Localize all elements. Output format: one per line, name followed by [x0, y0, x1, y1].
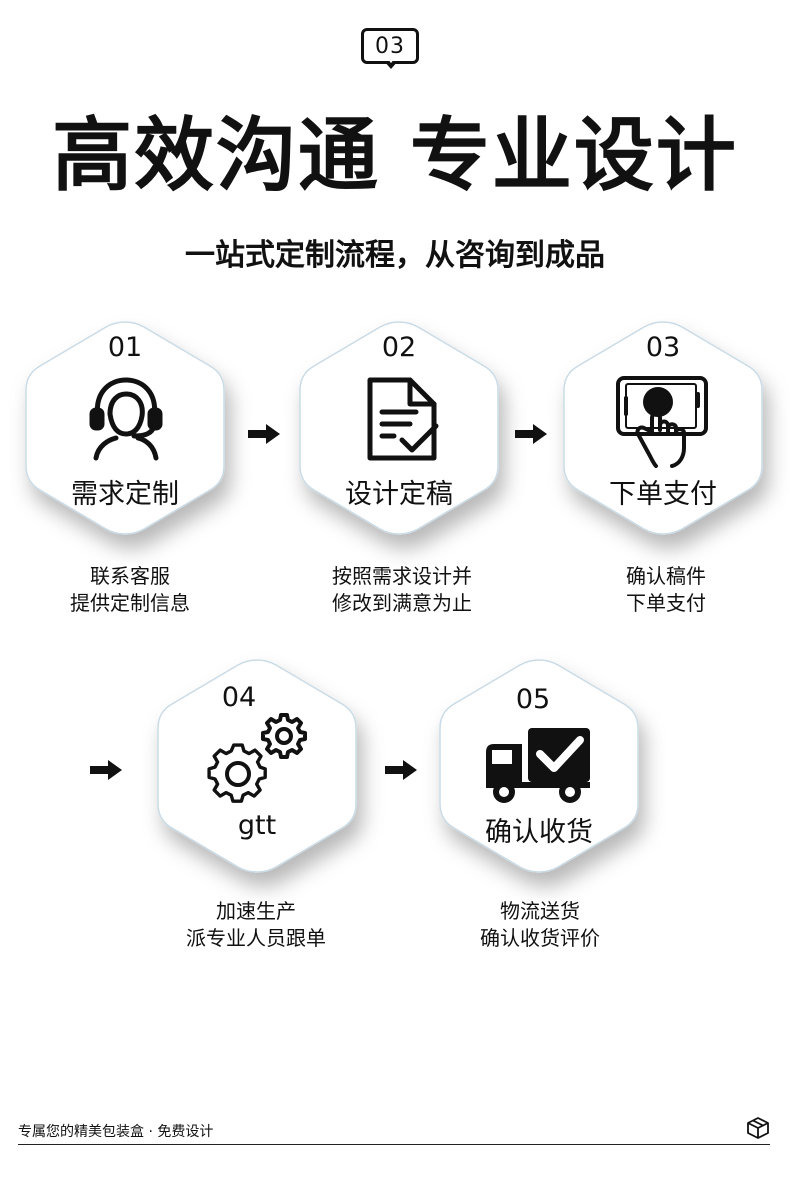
footer-divider: [18, 1144, 770, 1145]
gears-icon: [206, 712, 310, 812]
desc-line: 物流送货: [500, 899, 580, 923]
step-card-03: 03 下单支付: [560, 318, 766, 538]
arrow-right-icon: [90, 760, 122, 780]
page-subtitle: 一站式定制流程，从咨询到成品: [185, 238, 605, 273]
step-number: 05: [515, 684, 551, 715]
desc-line: 按照需求设计并: [332, 564, 472, 588]
step-label: 确认收货: [485, 817, 593, 848]
step-label: 需求定制: [71, 479, 179, 510]
hexagon-shape: [25, 321, 225, 535]
arrow-right-icon: [385, 760, 417, 780]
package-box-icon: [747, 1117, 769, 1139]
footer-text: 专属您的精美包装盒 · 免费设计: [18, 1124, 214, 1140]
step-card-05: 05 确认收货: [436, 656, 642, 876]
step-number: 03: [645, 332, 681, 363]
step-card-04: 04 gtt: [154, 656, 360, 876]
step-description-01: 联系客服 提供定制信息: [20, 563, 240, 617]
badge-tail: [384, 58, 398, 69]
desc-line: 联系客服: [90, 564, 170, 588]
step-description-05: 物流送货 确认收货评价: [430, 898, 650, 952]
step-label: 下单支付: [609, 479, 717, 510]
desc-line: 提供定制信息: [70, 591, 190, 615]
hexagon-shape: [299, 321, 499, 535]
step-description-02: 按照需求设计并 修改到满意为止: [292, 563, 512, 617]
desc-line: 修改到满意为止: [332, 591, 472, 615]
step-number: 04: [221, 682, 257, 713]
arrow-right-icon: [248, 424, 280, 444]
desc-line: 下单支付: [626, 591, 706, 615]
step-number: 02: [381, 332, 417, 363]
document-check-icon: [364, 376, 442, 466]
step-label: gtt: [237, 810, 277, 841]
delivery-truck-icon: [482, 726, 594, 808]
arrow-right-icon: [515, 424, 547, 444]
desc-line: 确认稿件: [626, 564, 706, 588]
step-description-04: 加速生产 派专业人员跟单: [146, 898, 366, 952]
step-card-02: 02 设计定稿: [296, 318, 502, 538]
page-title: 高效沟通 专业设计: [52, 109, 738, 202]
step-description-03: 确认稿件 下单支付: [556, 563, 776, 617]
hexagon-shape: [157, 659, 357, 873]
headset-person-icon: [84, 374, 168, 466]
desc-line: 确认收货评价: [480, 926, 600, 950]
phone-tap-icon: [616, 376, 710, 472]
step-number: 01: [107, 332, 143, 363]
desc-line: 派专业人员跟单: [186, 926, 326, 950]
step-card-01: 01 需求定制: [22, 318, 228, 538]
step-label: 设计定稿: [345, 479, 453, 510]
desc-line: 加速生产: [216, 899, 296, 923]
